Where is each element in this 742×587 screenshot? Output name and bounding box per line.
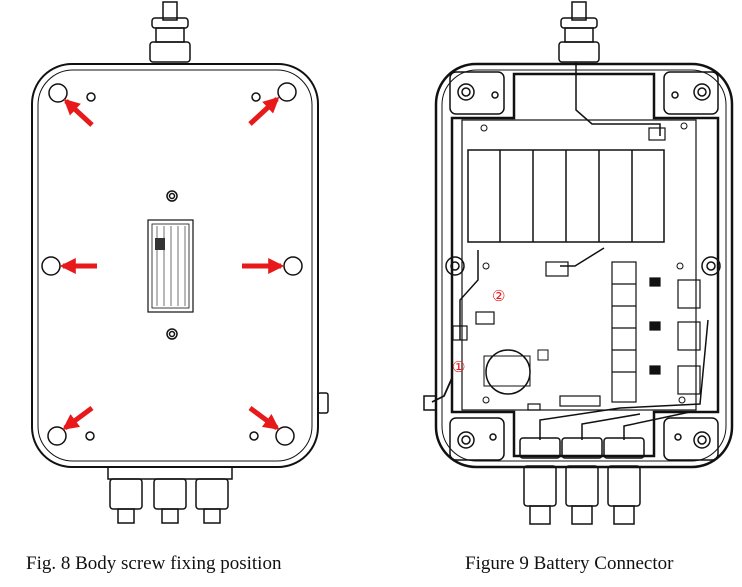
enclosure-open-view [423, 1, 734, 525]
mounting-hole [41, 256, 61, 276]
top-cable-gland [149, 1, 191, 63]
arrow-top-left [63, 98, 94, 127]
figure-8-caption: Fig. 8 Body screw fixing position [26, 553, 282, 574]
enclosure-inner [37, 69, 313, 462]
mounting-hole [283, 256, 303, 276]
battery-connector [452, 325, 468, 341]
corner-bosses [445, 71, 721, 461]
mounting-hole [275, 426, 295, 446]
mounting-hole [277, 82, 297, 102]
coin-cell-holder [485, 349, 531, 395]
arrow-bottom-left [62, 405, 94, 431]
arrow-bottom-right [248, 405, 280, 431]
figure-9-caption: Figure 9 Battery Connector [465, 553, 674, 574]
terminal-blocks [527, 261, 701, 411]
nameplate-label [147, 219, 194, 313]
arrow-top-right [248, 96, 280, 126]
bottom-cable-glands [519, 437, 645, 525]
side-knob [317, 392, 329, 414]
marker-battery-connector: ① [452, 358, 465, 376]
bottom-cable-glands [107, 466, 233, 524]
marker-battery-socket: ② [492, 287, 505, 305]
mounting-hole [47, 426, 67, 446]
screw-arrows [59, 96, 285, 431]
top-cable-gland [558, 1, 600, 63]
enclosure-outer [434, 62, 734, 469]
enclosure-back-view [31, 1, 329, 524]
battery-pack [467, 149, 665, 243]
circuit-board [461, 119, 697, 411]
mounting-hole [48, 83, 68, 103]
